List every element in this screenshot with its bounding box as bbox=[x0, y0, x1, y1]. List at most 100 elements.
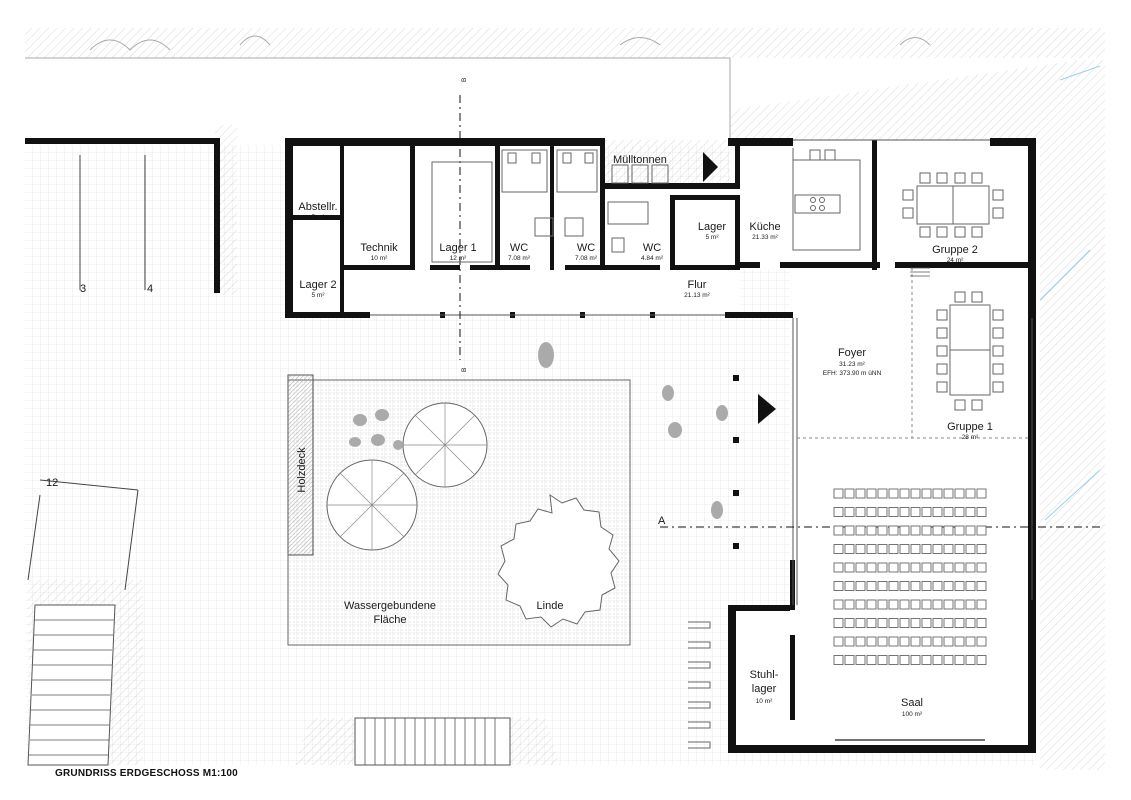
seat bbox=[965, 544, 976, 554]
seat bbox=[921, 488, 932, 499]
seat bbox=[833, 562, 844, 573]
seat bbox=[943, 507, 954, 517]
parking-number-3: 3 bbox=[80, 283, 86, 295]
room-label-lager-2: Lager 2 bbox=[299, 279, 336, 291]
seat bbox=[965, 562, 976, 573]
seat bbox=[932, 655, 943, 665]
section-mark-a: A bbox=[658, 515, 666, 527]
seat bbox=[965, 636, 976, 647]
seat bbox=[877, 618, 888, 628]
seat bbox=[932, 525, 943, 536]
seat bbox=[899, 507, 910, 517]
seat bbox=[888, 525, 899, 536]
seat bbox=[888, 507, 899, 517]
room-label-abstellraum: Abstellr. bbox=[298, 201, 337, 213]
seat bbox=[899, 581, 910, 591]
seat bbox=[888, 581, 899, 591]
seat bbox=[844, 507, 855, 517]
linden-tree bbox=[497, 493, 620, 628]
seat bbox=[976, 544, 987, 554]
seat bbox=[965, 507, 976, 517]
seat bbox=[866, 581, 877, 591]
label-surface-1: Wassergebundene bbox=[344, 600, 436, 612]
seat bbox=[855, 618, 866, 628]
seat bbox=[866, 599, 877, 610]
seat bbox=[976, 599, 987, 610]
seat bbox=[932, 562, 943, 573]
seat bbox=[844, 599, 855, 610]
room-area-flur: 21.13 m² bbox=[684, 292, 710, 299]
seat bbox=[943, 636, 954, 647]
seat bbox=[899, 544, 910, 554]
seat bbox=[943, 599, 954, 610]
room-label-gruppe-2: Gruppe 2 bbox=[932, 244, 978, 256]
seat bbox=[910, 488, 921, 499]
seat bbox=[855, 636, 866, 647]
seat bbox=[965, 618, 976, 628]
seat bbox=[866, 488, 877, 499]
seat bbox=[932, 581, 943, 591]
terrain-hatch-right bbox=[730, 60, 1105, 770]
seat bbox=[976, 562, 987, 573]
seat bbox=[844, 488, 855, 499]
seat bbox=[899, 618, 910, 628]
seat bbox=[943, 655, 954, 665]
seat bbox=[910, 507, 921, 517]
seat bbox=[899, 599, 910, 610]
floor-level-note: EFH: 373.90 m üNN bbox=[823, 370, 882, 377]
stairs-left bbox=[27, 604, 116, 766]
seat bbox=[833, 581, 844, 591]
seat bbox=[844, 562, 855, 573]
seat bbox=[833, 618, 844, 628]
seat bbox=[954, 581, 965, 591]
seat bbox=[954, 488, 965, 499]
seat bbox=[954, 636, 965, 647]
seat bbox=[910, 544, 921, 554]
seat bbox=[921, 581, 932, 591]
section-mark-b-top: B bbox=[461, 78, 468, 82]
seat bbox=[910, 618, 921, 628]
room-label-stuhllager-1: Stuhl- bbox=[750, 669, 779, 681]
seat bbox=[910, 562, 921, 573]
seat bbox=[943, 544, 954, 554]
seat bbox=[899, 488, 910, 499]
seat bbox=[965, 488, 976, 499]
seat bbox=[844, 655, 855, 665]
seat bbox=[833, 655, 844, 665]
room-label-gruppe-1: Gruppe 1 bbox=[947, 421, 993, 433]
room-label-lager-1: Lager 1 bbox=[439, 242, 476, 254]
room-label-wc-2: WC bbox=[577, 242, 595, 254]
seat bbox=[965, 599, 976, 610]
seat bbox=[833, 525, 844, 536]
room-area-foyer: 31.23 m² bbox=[839, 361, 865, 368]
entrance-marker-foyer bbox=[758, 394, 776, 424]
seat bbox=[833, 488, 844, 499]
seat bbox=[976, 655, 987, 665]
stairs-bottom bbox=[295, 717, 560, 766]
seat bbox=[932, 618, 943, 628]
seat bbox=[833, 507, 844, 517]
seat bbox=[976, 488, 987, 499]
room-area-wc-3: 4.84 m² bbox=[641, 255, 664, 262]
seat bbox=[833, 544, 844, 554]
seat bbox=[976, 525, 987, 536]
seat bbox=[877, 507, 888, 517]
room-label-flur: Flur bbox=[688, 279, 707, 291]
seat bbox=[877, 562, 888, 573]
seat bbox=[833, 636, 844, 647]
seat bbox=[877, 581, 888, 591]
seat bbox=[866, 562, 877, 573]
seat bbox=[943, 488, 954, 499]
room-area-gruppe-1: 28 m² bbox=[962, 434, 979, 441]
seat bbox=[965, 655, 976, 665]
room-area-gruppe-2: 24 m² bbox=[947, 257, 964, 264]
seat bbox=[899, 562, 910, 573]
seat bbox=[888, 599, 899, 610]
plateau bbox=[25, 58, 730, 138]
seat bbox=[910, 655, 921, 665]
seat bbox=[954, 562, 965, 573]
seat bbox=[921, 507, 932, 517]
seat bbox=[943, 525, 954, 536]
seat bbox=[877, 655, 888, 665]
room-label-saal: Saal bbox=[901, 697, 923, 709]
